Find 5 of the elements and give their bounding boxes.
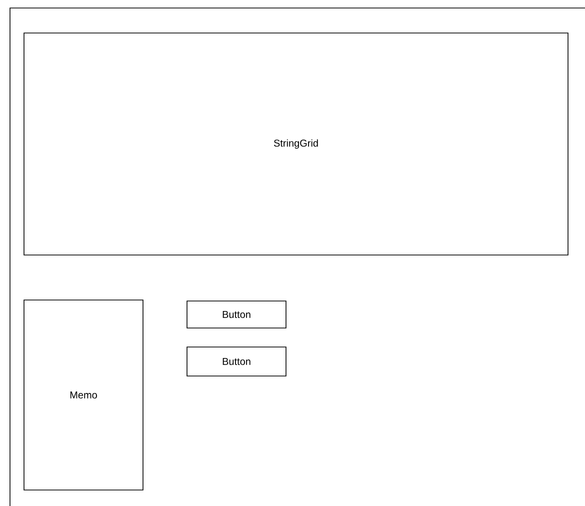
window-frame <box>10 8 585 506</box>
memo-box: Memo <box>24 300 144 490</box>
button: Button <box>186 346 286 376</box>
grid-box: StringGrid <box>24 32 568 256</box>
button: Button <box>186 300 286 328</box>
